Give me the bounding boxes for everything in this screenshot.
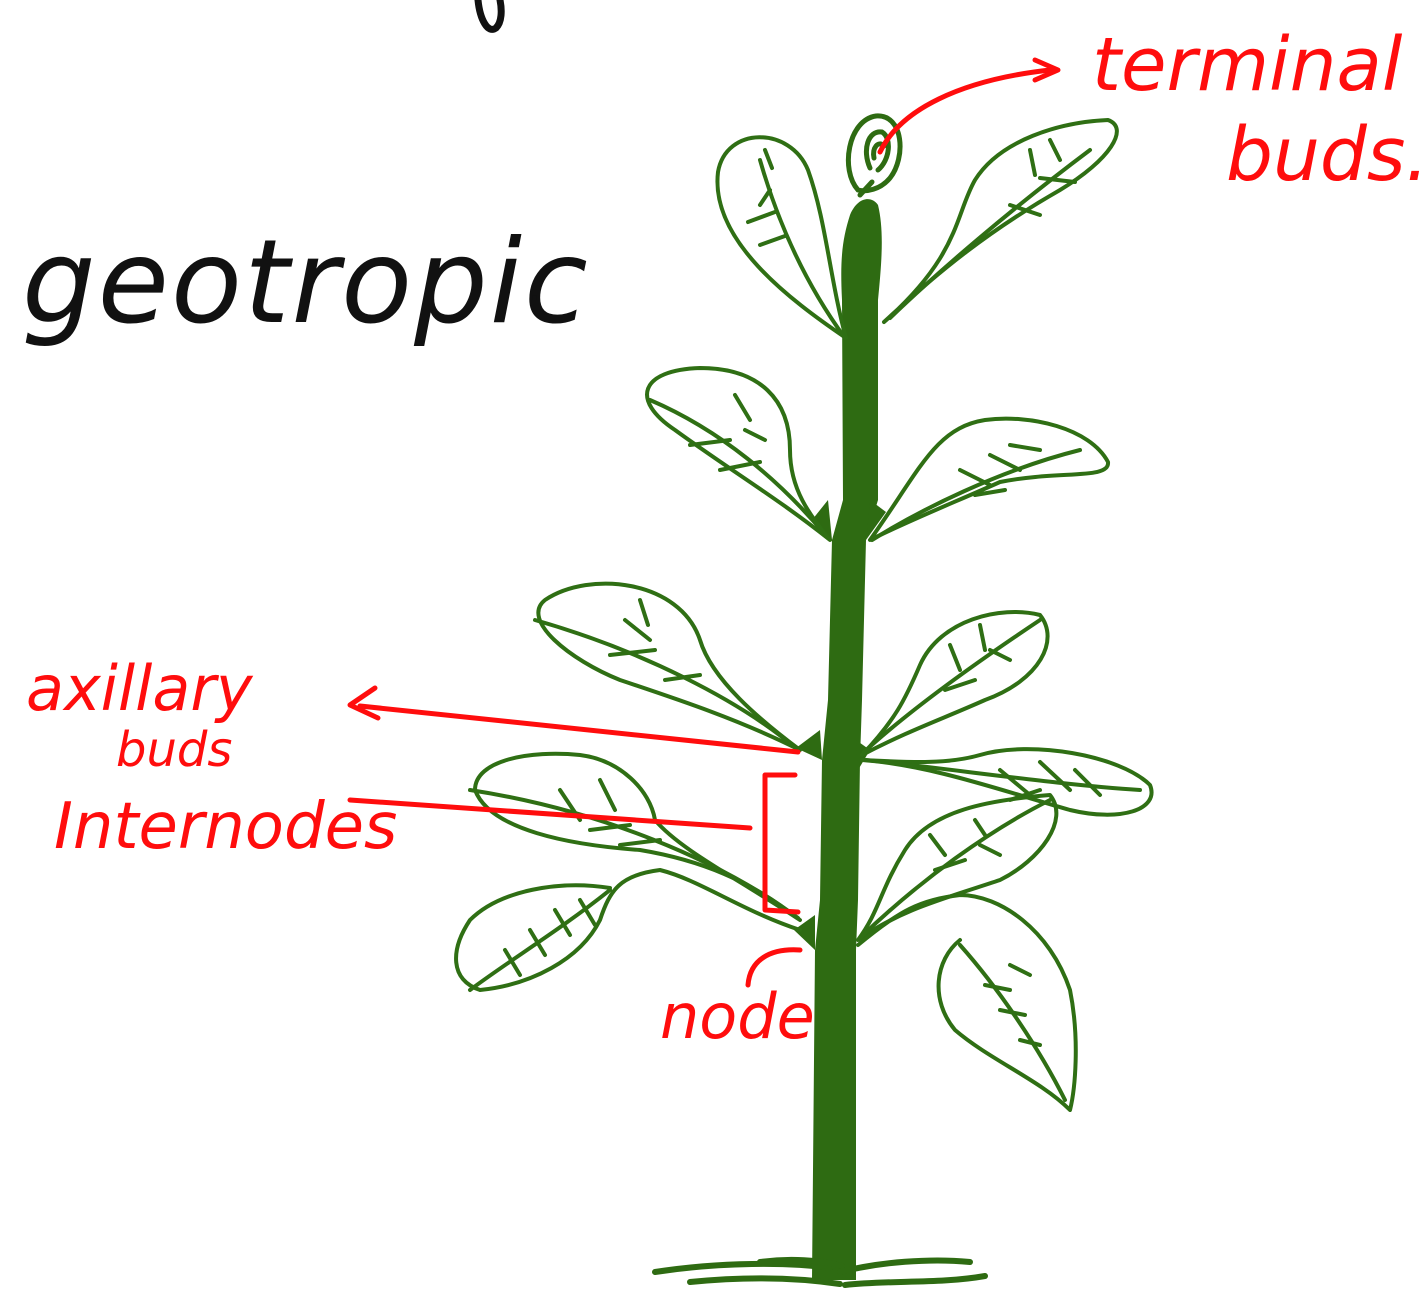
leaf: [870, 419, 1108, 540]
axillary-bud-arrow: [360, 706, 798, 752]
leaf: [470, 754, 800, 920]
leaf: [858, 895, 1076, 1110]
node-bump: [796, 730, 822, 760]
internode-bracket: [765, 775, 798, 912]
geotropic-text: geotropic: [22, 215, 590, 350]
geotropic-dot: .: [528, 264, 541, 310]
leaf: [862, 749, 1152, 815]
internodes-label: Internodes: [54, 790, 397, 864]
main-stem: [812, 199, 882, 1280]
leaf: [858, 795, 1056, 940]
leaf: [717, 137, 846, 338]
leaf: [535, 584, 800, 750]
axillary-label-line2: buds: [116, 722, 232, 778]
node-label: node: [660, 980, 815, 1053]
terminal-label-line1: terminal: [1092, 22, 1403, 108]
annotations: [350, 60, 1058, 985]
leaf: [862, 612, 1048, 755]
terminal-label-line2: buds.: [1226, 112, 1422, 198]
axillary-label-line1: axillary: [26, 652, 254, 725]
axillary-bud-arrowhead: [350, 688, 378, 718]
terminal-bud: [848, 116, 900, 195]
top-clipped-ink: [478, 0, 501, 29]
leaf: [884, 120, 1117, 322]
leaf: [647, 368, 830, 540]
